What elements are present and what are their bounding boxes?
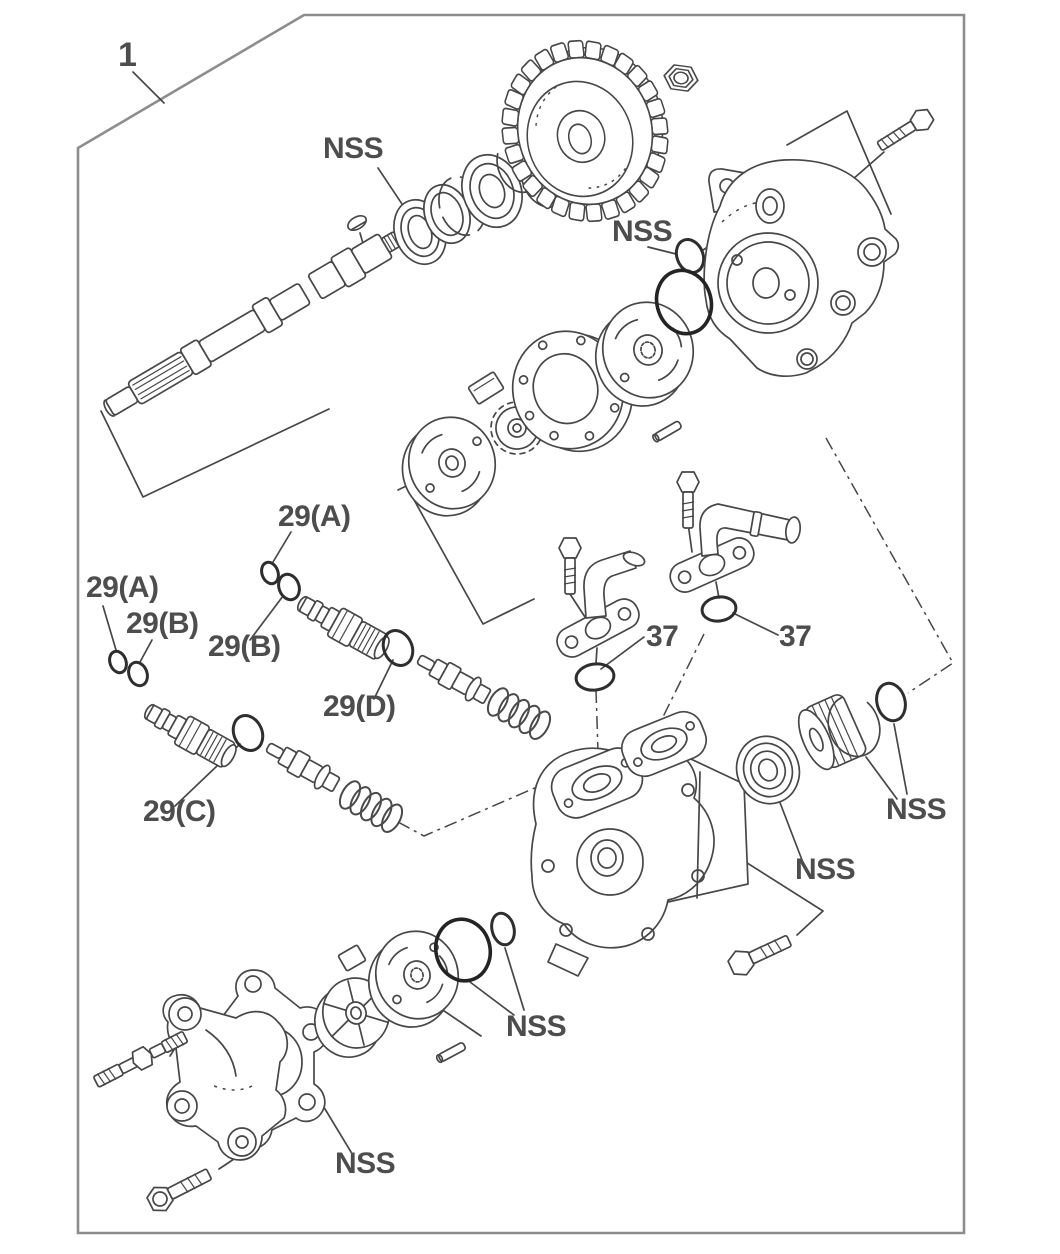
piston-drum <box>797 694 867 771</box>
gear-teeth <box>501 39 669 223</box>
oring-29a-left <box>108 649 128 675</box>
oring-37-left <box>574 662 616 692</box>
callout-37-left: 37 <box>646 620 678 653</box>
pump-port-right <box>620 710 708 778</box>
callout-nss-governor: NSS <box>506 1010 566 1043</box>
figure-border <box>76 13 966 1235</box>
front-cover <box>162 969 330 1161</box>
rotor-shim <box>337 944 367 972</box>
ball-bearing-front <box>461 153 523 229</box>
callout-29d: 29(D) <box>323 690 396 723</box>
pump-body <box>530 710 749 977</box>
woodruff-key <box>346 214 368 232</box>
cam-disc-left <box>401 416 497 517</box>
rear-bearing <box>735 735 801 805</box>
oring-29b-mid <box>277 572 301 602</box>
callout-nss-piston-rings: NSS <box>886 793 946 826</box>
callout-nss-gear-oring: NSS <box>612 215 672 248</box>
delivery-valve-upper <box>296 595 552 740</box>
piston-oring <box>875 681 907 723</box>
oring-29d <box>381 629 415 667</box>
callout-figure-ref: 1 <box>118 36 137 74</box>
callout-29b-mid: 29(B) <box>208 630 281 663</box>
oring-37-right <box>700 595 738 623</box>
pipe-bolt-left <box>558 537 582 595</box>
cover-stud <box>93 1031 188 1088</box>
gear-oring <box>674 238 706 274</box>
governor-pin <box>435 1042 467 1064</box>
callout-29a-top: 29(A) <box>278 500 351 533</box>
callout-labels: 1 NSS NSS 29(A) 29(A) 29(B) 29(B) 29(D) … <box>86 36 947 1180</box>
oil-pipe-right <box>669 471 802 593</box>
rotor-oring <box>654 268 714 336</box>
housing-bolt <box>876 108 935 151</box>
oring-29b-left <box>127 660 149 688</box>
governor-oring-small <box>490 911 516 947</box>
governor-oring-large <box>433 917 493 983</box>
callout-nss-front-seal: NSS <box>323 132 383 165</box>
valve-spring-lower <box>338 780 404 833</box>
callout-29a-left: 29(A) <box>86 571 159 604</box>
drive-shaft <box>103 231 402 417</box>
oil-pipe-left <box>556 537 646 658</box>
valve-spring-upper <box>486 687 552 740</box>
callout-nss-bearing: NSS <box>795 853 855 886</box>
cover-bolt <box>146 1168 212 1212</box>
gear-nut <box>663 64 699 92</box>
callout-29c: 29(C) <box>143 795 216 828</box>
rear-pump-housing <box>703 158 900 378</box>
callout-29b-left: 29(B) <box>126 607 199 640</box>
pump-body-bolt <box>727 934 792 976</box>
valve-internals-lower <box>265 742 341 792</box>
timing-gear <box>501 39 669 223</box>
shim-plate <box>467 371 505 405</box>
valve-internals-upper <box>416 654 492 704</box>
callout-37-right: 37 <box>779 620 811 653</box>
piston-snap-ring <box>827 694 881 758</box>
delivery-valve-lower <box>143 703 404 833</box>
callout-nss-gasket: NSS <box>335 1147 395 1180</box>
pipe-bolt-right <box>676 471 700 529</box>
dowel-pin <box>652 420 682 443</box>
oring-29a-top <box>260 560 280 586</box>
pump-port-left <box>550 747 644 819</box>
oring-29c <box>231 714 265 752</box>
